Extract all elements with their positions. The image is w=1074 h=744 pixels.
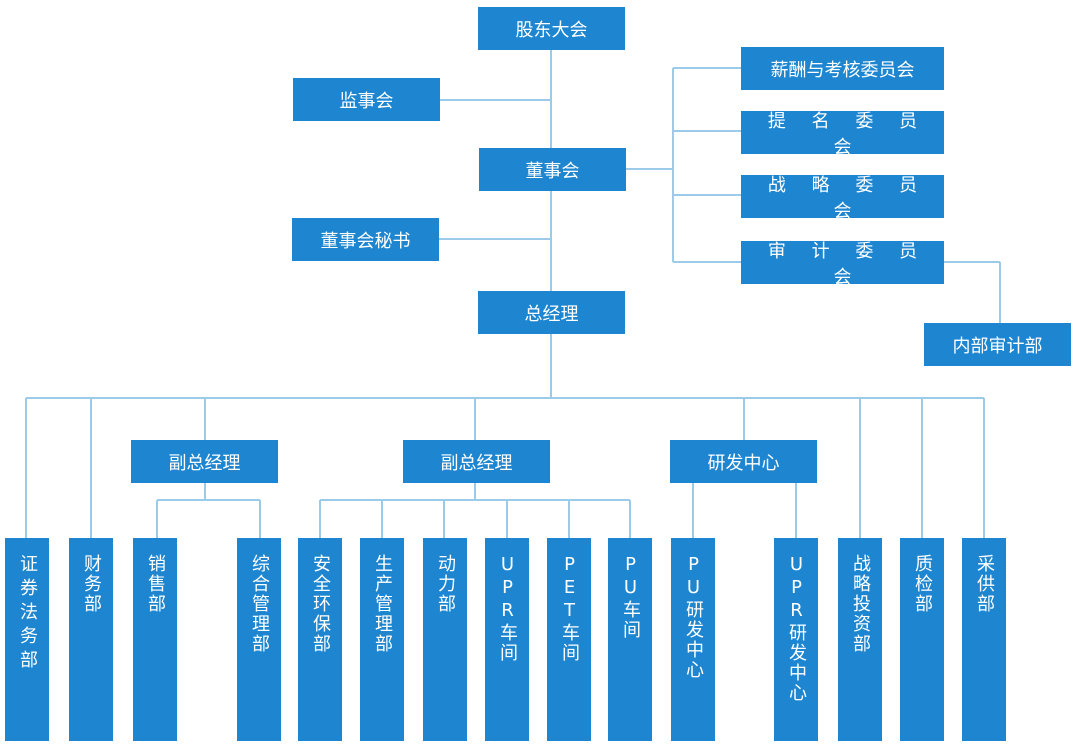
dept-strategic-investment: 战略投资部 (838, 538, 882, 741)
board-of-directors-label: 董事会 (525, 160, 580, 182)
dept-production: 生产管理部 (360, 538, 404, 741)
internal-audit-box: 内部审计部 (924, 323, 1071, 366)
dept-pu-rd: PU研发中心 (671, 538, 715, 741)
dept-pet-workshop-label: PET车间 (559, 554, 580, 663)
strategy-committee-box: 战 略 委 员 会 (741, 175, 944, 222)
dept-quality-label: 质检部 (912, 554, 933, 614)
audit-committee-label: 审 计 委 员 会 (767, 240, 928, 288)
dept-power-label: 动力部 (435, 554, 456, 614)
strategy-committee-label: 战 略 委 员 会 (767, 174, 928, 222)
compensation-committee-box: 薪酬与考核委员会 (741, 47, 944, 90)
board-of-supervisors-box: 监事会 (293, 78, 440, 121)
dept-upr-rd: UPR研发中心 (774, 538, 818, 741)
dept-general-admin-label: 综合管理部 (249, 554, 270, 654)
vice-gm-center-label: 副总经理 (440, 452, 513, 474)
dept-safety-env: 安全环保部 (298, 538, 342, 741)
dept-strategic-investment-label: 战略投资部 (850, 554, 871, 654)
shareholders-meeting-label: 股东大会 (515, 19, 588, 41)
nomination-committee-label: 提 名 委 员 会 (767, 110, 928, 158)
dept-pet-workshop: PET车间 (547, 538, 591, 741)
compensation-committee-label: 薪酬与考核委员会 (770, 59, 915, 81)
dept-pu-workshop: PU车间 (608, 538, 652, 741)
vice-gm-left-label: 副总经理 (168, 452, 241, 474)
dept-securities-legal: 证券法务部 (5, 538, 49, 741)
dept-sales: 销售部 (133, 538, 177, 741)
general-manager-box: 总经理 (478, 291, 625, 334)
dept-upr-workshop: UPR车间 (485, 538, 529, 741)
dept-securities-legal-label: 证券法务部 (17, 554, 38, 674)
general-manager-label: 总经理 (524, 303, 579, 325)
dept-general-admin: 综合管理部 (237, 538, 281, 741)
shareholders-meeting-box: 股东大会 (478, 7, 625, 50)
vice-gm-left-box: 副总经理 (131, 440, 278, 483)
board-of-supervisors-label: 监事会 (339, 90, 394, 112)
dept-upr-workshop-label: UPR车间 (497, 554, 518, 663)
rd-center-box: 研发中心 (670, 440, 817, 483)
dept-power: 动力部 (423, 538, 467, 741)
dept-procurement: 采供部 (962, 538, 1006, 741)
dept-pu-workshop-label: PU车间 (620, 554, 641, 640)
dept-finance: 财务部 (69, 538, 113, 741)
dept-production-label: 生产管理部 (372, 554, 393, 654)
vice-gm-center-box: 副总经理 (403, 440, 550, 483)
dept-finance-label: 财务部 (81, 554, 102, 614)
nomination-committee-box: 提 名 委 员 会 (741, 111, 944, 158)
dept-sales-label: 销售部 (145, 554, 166, 614)
dept-pu-rd-label: PU研发中心 (683, 554, 704, 680)
board-of-directors-box: 董事会 (479, 148, 626, 191)
dept-procurement-label: 采供部 (974, 554, 995, 614)
board-secretary-box: 董事会秘书 (292, 218, 439, 261)
dept-upr-rd-label: UPR研发中心 (786, 554, 807, 703)
internal-audit-label: 内部审计部 (952, 335, 1043, 357)
dept-quality: 质检部 (900, 538, 944, 741)
board-secretary-label: 董事会秘书 (320, 230, 411, 252)
audit-committee-box: 审 计 委 员 会 (741, 241, 944, 288)
dept-safety-env-label: 安全环保部 (310, 554, 331, 654)
rd-center-label: 研发中心 (707, 452, 780, 474)
